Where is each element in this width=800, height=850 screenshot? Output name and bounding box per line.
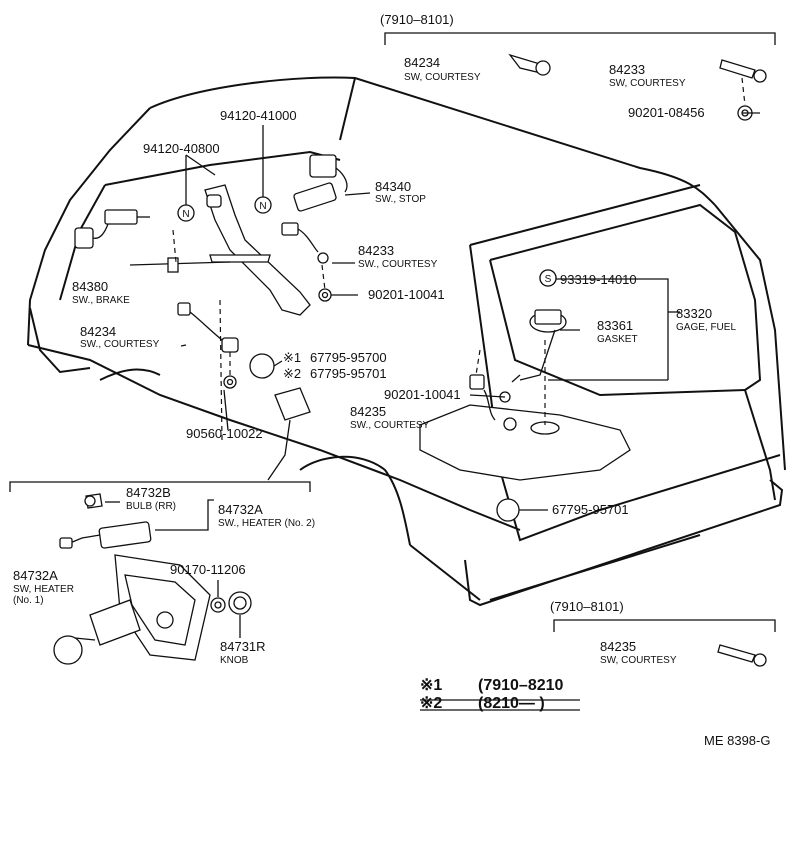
- part-name-83361: GASKET: [597, 334, 638, 345]
- heater-panel: [89, 554, 211, 661]
- knob-84731R: [228, 591, 252, 615]
- part-number-84731R: 84731R: [220, 639, 266, 654]
- switch-84233-top: [719, 59, 767, 83]
- part-name-84732A-l-line2: (No. 1): [13, 595, 44, 606]
- part-number-84234-mid: 84234: [80, 324, 116, 339]
- fuel-gage-83320: [511, 269, 567, 383]
- group-range-bottom: (7910–8101): [550, 599, 624, 614]
- fuel-lid: [267, 387, 311, 481]
- mark-67795-95700: ※1: [283, 350, 301, 365]
- grommet-90560-10022: [223, 375, 237, 389]
- nut-90201-10041-a: [318, 288, 332, 302]
- part-number-67795-95701-a: 67795-95701: [310, 366, 387, 381]
- part-number-83320: 83320: [676, 306, 712, 321]
- note-1-mark: ※1: [420, 677, 442, 694]
- switch-84234-top: [508, 53, 551, 76]
- part-name-84732B: BULB (RR): [126, 501, 176, 512]
- part-name-84732A-l-line1: SW, HEATER: [13, 584, 74, 595]
- part-number-67795-95701-b: 67795-95701: [552, 502, 629, 517]
- mark-67795-95701-a: ※2: [283, 366, 301, 381]
- part-number-84380: 84380: [72, 279, 108, 294]
- switch-84235-bottom: [717, 644, 767, 667]
- note-2-range: (8210— ): [478, 695, 545, 712]
- part-number-84235-mid: 84235: [350, 404, 386, 419]
- part-name-84233-mid: SW., COURTESY: [358, 259, 438, 270]
- part-number-84233-top: 84233: [609, 62, 645, 77]
- svg-text:S: S: [545, 274, 552, 285]
- callout-s: S: [539, 269, 557, 287]
- part-name-84731R: KNOB: [220, 655, 249, 666]
- leader-lines: [9, 32, 776, 711]
- part-number-67795-95700: 67795-95700: [310, 350, 387, 365]
- part-number-84732B: 84732B: [126, 485, 171, 500]
- part-number-90201-08456: 90201-08456: [628, 105, 705, 120]
- callout-n-1: N: [177, 204, 195, 222]
- svg-text:N: N: [182, 209, 189, 220]
- switch-84233-mid: [281, 222, 329, 264]
- part-number-84732A-l: 84732A: [13, 568, 58, 583]
- part-number-84234-top: 84234: [404, 55, 440, 70]
- part-name-84340: SW., STOP: [375, 194, 426, 205]
- callout-n-2: N: [254, 196, 272, 214]
- part-name-83320: GAGE, FUEL: [676, 322, 736, 333]
- part-number-84233-mid: 84233: [358, 243, 394, 258]
- switch-84340: [293, 154, 348, 212]
- part-number-93319-14010: 93319-14010: [560, 272, 637, 287]
- part-number-90170-11206: 90170-11206: [170, 562, 246, 577]
- part-number-84340: 84340: [375, 179, 411, 194]
- part-name-84234-mid: SW., COURTESY: [80, 339, 160, 350]
- switch-84732A-r: [59, 521, 152, 549]
- part-name-84235-mid: SW., COURTESY: [350, 420, 430, 431]
- part-name-84235-bottom: SW, COURTESY: [600, 655, 677, 666]
- switch-84235-mid: [469, 374, 517, 431]
- part-name-84380: SW., BRAKE: [72, 295, 130, 306]
- note-2-mark: ※2: [420, 695, 442, 712]
- part-name-84234-top: SW, COURTESY: [404, 72, 481, 83]
- part-name-84732A-r: SW., HEATER (No. 2): [218, 518, 315, 529]
- part-number-83361: 83361: [597, 318, 633, 333]
- svg-text:N: N: [259, 201, 266, 212]
- fuel-tank: [419, 340, 631, 481]
- switch-84234-mid: [177, 302, 239, 353]
- bulb-84732B: [84, 493, 103, 509]
- plug-67795-95701-b: [496, 498, 520, 522]
- part-number-90201-10041-a: 90201-10041: [368, 287, 445, 302]
- pedal-assembly: [129, 184, 311, 316]
- switch-84380: [74, 209, 150, 249]
- note-1-range: (7910–8210: [478, 677, 564, 694]
- group-range-top: (7910–8101): [380, 12, 454, 27]
- figure-id: ME 8398-G: [704, 733, 770, 748]
- part-number-94120-40800: 94120-40800: [143, 141, 220, 156]
- switch-84732A-l: [53, 635, 96, 665]
- nut-90170-11206: [210, 597, 226, 613]
- plug-67795: [249, 353, 275, 379]
- part-number-84732A-r: 84732A: [218, 502, 263, 517]
- part-number-94120-41000: 94120-41000: [220, 108, 297, 123]
- part-name-84233-top: SW, COURTESY: [609, 78, 686, 89]
- part-number-90560-10022: 90560-10022: [186, 426, 263, 441]
- part-number-90201-10041-b: 90201-10041: [384, 387, 461, 402]
- part-number-84235-bottom: 84235: [600, 639, 636, 654]
